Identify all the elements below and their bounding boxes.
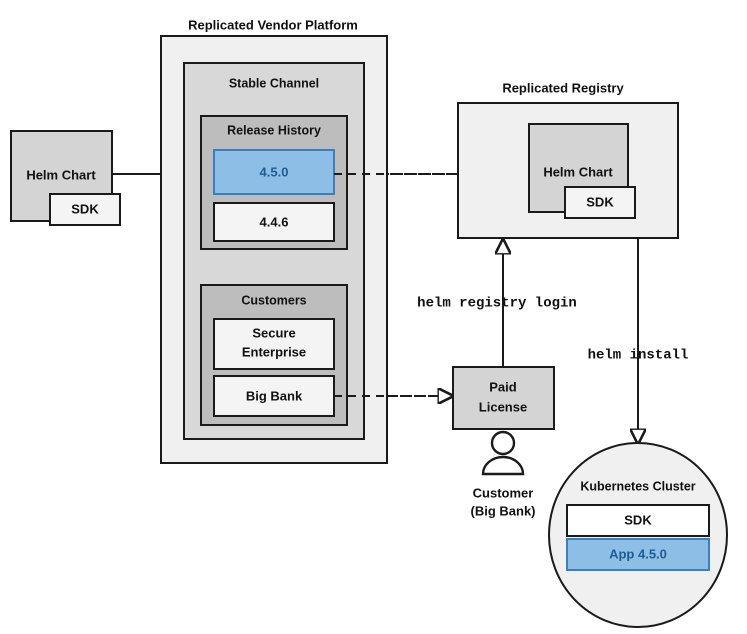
customer-actor-line1: Customer — [473, 485, 534, 500]
customer-actor: Customer (Big Bank) — [471, 430, 536, 518]
release-history-title: Release History — [227, 123, 321, 137]
command-registry-login-label: helm registry login — [417, 296, 577, 312]
source-sdk-label: SDK — [71, 201, 99, 216]
customer-big-bank-label: Big Bank — [246, 388, 303, 403]
vendor-platform-title: Replicated Vendor Platform — [188, 17, 358, 32]
source-sdk-box — [49, 193, 121, 226]
paid-license-line1: Paid — [489, 379, 517, 394]
customers-title: Customers — [241, 293, 306, 307]
cluster-item-app-label: App 4.5.0 — [609, 546, 667, 561]
person-icon-body — [481, 455, 525, 476]
kubernetes-cluster-title: Kubernetes Cluster — [580, 479, 695, 493]
registry-helm-chart-label: Helm Chart — [543, 164, 613, 179]
cluster-item-app-box — [566, 538, 710, 571]
release-item-4-5-0-box[interactable] — [213, 149, 335, 195]
paid-license-line2: License — [479, 399, 527, 414]
registry-sdk-box — [564, 186, 636, 219]
release-item-4-4-6-label: 4.4.6 — [260, 214, 289, 229]
kubernetes-cluster-node: Kubernetes Cluster SDK App 4.5.0 — [548, 442, 728, 628]
command-install-label: helm install — [588, 348, 689, 364]
registry-container: Helm Chart SDK — [457, 102, 679, 239]
customer-secure-enterprise-line1: Secure — [252, 325, 295, 340]
release-item-4-5-0-label: 4.5.0 — [260, 164, 289, 179]
registry-title: Replicated Registry — [502, 80, 624, 95]
customer-secure-enterprise-line2: Enterprise — [242, 344, 306, 359]
cluster-item-sdk-box — [566, 504, 710, 537]
person-icon-head — [490, 430, 516, 456]
customer-actor-line2: (Big Bank) — [471, 503, 536, 518]
vendor-platform-container: Stable Channel Release History 4.5.0 4.4… — [160, 35, 388, 464]
paid-license-node: Paid License — [452, 366, 555, 430]
source-helm-chart-node: Helm Chart SDK — [10, 130, 121, 226]
stable-channel-title: Stable Channel — [229, 76, 319, 90]
registry-sdk-label: SDK — [586, 194, 614, 209]
paid-license-box — [452, 366, 555, 430]
source-helm-chart-label: Helm Chart — [26, 167, 96, 182]
cluster-item-sdk-label: SDK — [624, 512, 652, 527]
release-item-4-4-6-box[interactable] — [213, 202, 335, 242]
customer-secure-enterprise-box[interactable] — [213, 318, 335, 370]
customer-big-bank-box[interactable] — [213, 375, 335, 417]
